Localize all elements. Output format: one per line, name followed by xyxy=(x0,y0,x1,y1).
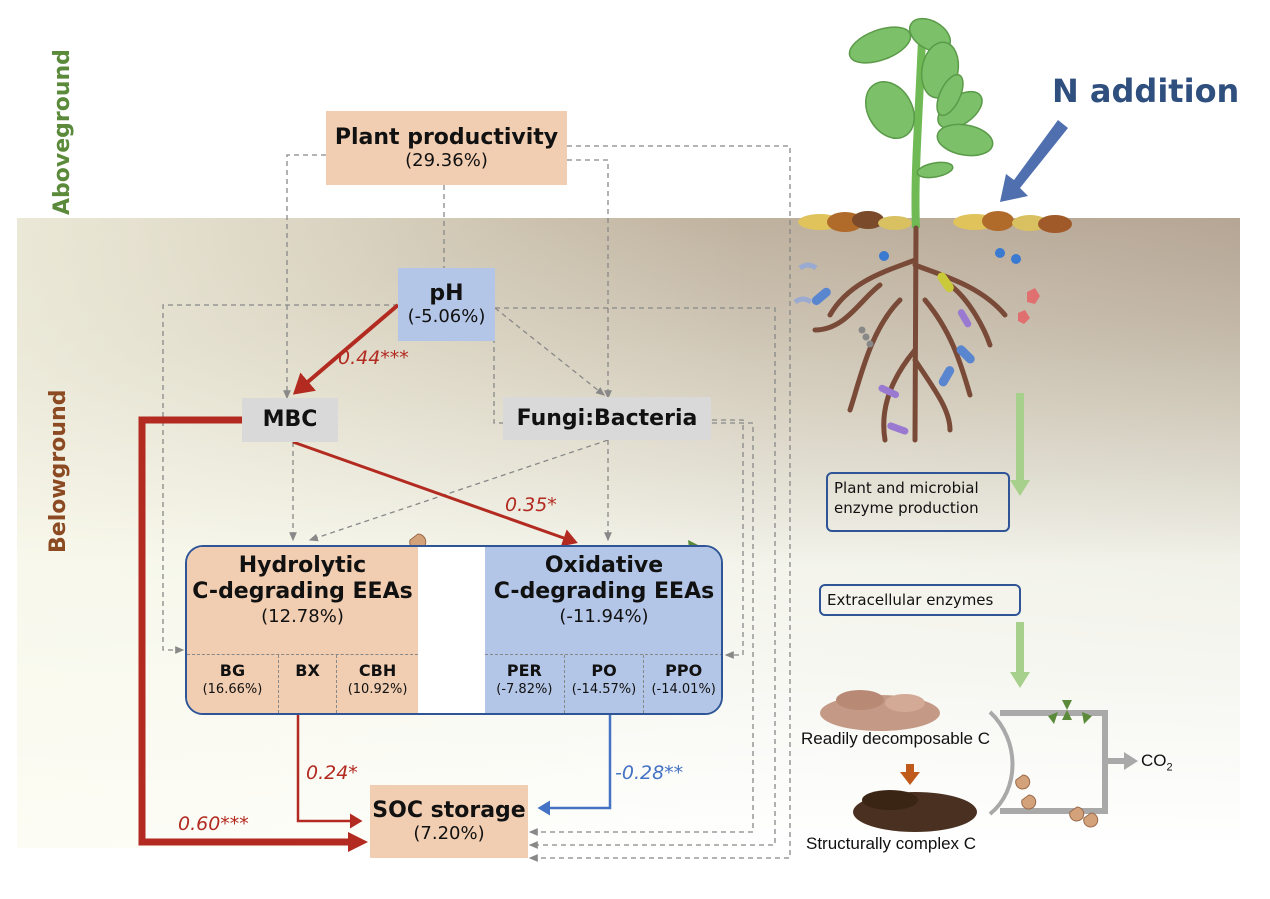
enzyme-cell-bg: BG (16.66%) xyxy=(187,655,279,713)
node-title: Fungi:Bacteria xyxy=(516,405,698,431)
enzyme-cell-po: PO (-14.57%) xyxy=(565,655,645,713)
litter-icon xyxy=(798,211,1072,233)
coef-mbc-oxidative: 0.35* xyxy=(505,494,557,516)
path-hydrolytic-soc xyxy=(296,715,363,829)
n-addition-arrow-icon xyxy=(1000,120,1068,202)
path-mbc-soc xyxy=(138,416,350,846)
process-step-line1: Plant and microbial xyxy=(834,479,979,497)
path-mbc-oxidative xyxy=(292,440,578,547)
node-value: (12.78%) xyxy=(261,605,344,627)
process-step-enzyme-production: Plant and microbial enzyme production xyxy=(826,472,1010,532)
node-mbc: MBC xyxy=(242,398,338,442)
node-soc-storage: SOC storage (7.20%) xyxy=(370,785,528,858)
node-title: Plant productivity xyxy=(334,124,559,150)
enzyme-name: BG xyxy=(219,661,246,680)
enzyme-cell-ppo: PPO (-14.01%) xyxy=(644,655,721,713)
node-title-line1: Oxidative xyxy=(544,553,664,578)
soil-gradient-left xyxy=(17,218,1240,848)
enzyme-value: (-14.57%) xyxy=(571,682,637,697)
co2-subscript: 2 xyxy=(1166,761,1173,774)
path-ph-hydrolytic xyxy=(162,304,398,654)
structurally-complex-c-icon xyxy=(853,790,977,832)
enzyme-cell-per: PER (-7.82%) xyxy=(485,655,565,713)
path-mbc-soc-arrowhead xyxy=(348,832,368,852)
enzyme-value: (16.66%) xyxy=(202,682,263,697)
enzyme-value: (-14.01%) xyxy=(651,682,716,697)
enzyme-value: (-7.82%) xyxy=(496,682,553,697)
process-step-extracellular-enzymes: Extracellular enzymes xyxy=(819,584,1021,616)
co2-label: CO2 xyxy=(1141,751,1173,773)
node-title-line2: C-degrading EEAs xyxy=(493,579,715,605)
process-flow xyxy=(900,393,1138,816)
enzyme-name: BX xyxy=(295,661,320,680)
node-value: (-11.94%) xyxy=(559,605,649,627)
enzyme-value: (10.92%) xyxy=(347,682,408,697)
microbe-icon xyxy=(793,248,1040,435)
enzyme-cell-cbh: CBH (10.92%) xyxy=(337,655,418,713)
enzyme-cell-bx: BX xyxy=(279,655,338,713)
leaf-icon xyxy=(848,17,994,179)
node-title: pH xyxy=(429,281,464,307)
readily-decomposable-c-icon xyxy=(820,690,940,731)
path-ph-fungi-side xyxy=(493,320,503,424)
enzyme-group: Hydrolytic C-degrading EEAs (12.78%) BG … xyxy=(185,545,723,715)
enzyme-name: PPO xyxy=(665,661,703,680)
readily-decomposable-c-label: Readily decomposable C xyxy=(801,729,990,748)
path-plant-mbc xyxy=(283,154,326,400)
node-title-line2: C-degrading EEAs xyxy=(192,579,413,605)
node-title: MBC xyxy=(262,407,318,433)
node-title-line1: Hydrolytic xyxy=(238,553,367,578)
node-ph: pH (-5.06%) xyxy=(398,268,495,341)
path-fungi-soc xyxy=(528,422,754,836)
node-value: (29.36%) xyxy=(405,149,488,171)
coef-oxidative-soc: -0.28** xyxy=(615,762,684,784)
path-plant-soc xyxy=(528,145,791,862)
node-value: (-5.06%) xyxy=(407,306,486,328)
coef-mbc-soc: 0.60*** xyxy=(178,813,249,835)
node-value: (7.20%) xyxy=(413,823,485,845)
node-title: SOC storage xyxy=(372,798,526,824)
node-oxidative-eeas: Oxidative C-degrading EEAs (-11.94%) PER… xyxy=(485,547,721,713)
path-oxidative-soc xyxy=(537,715,612,816)
process-step-line2: enzyme production xyxy=(834,499,979,518)
coef-hydrolytic-soc: 0.24* xyxy=(306,762,358,784)
enzyme-name: PO xyxy=(591,661,617,680)
path-ph-soc xyxy=(495,307,776,849)
root-icon xyxy=(812,225,1008,443)
node-plant-productivity: Plant productivity (29.36%) xyxy=(326,111,567,185)
coef-ph-mbc: 0.44*** xyxy=(338,347,409,369)
co2-text: CO xyxy=(1141,751,1167,770)
n-addition-label: N addition xyxy=(1052,72,1240,110)
path-ph-fungi xyxy=(494,307,606,396)
structurally-complex-c-label: Structurally complex C xyxy=(806,834,977,853)
node-fungi-bacteria: Fungi:Bacteria xyxy=(503,397,711,440)
node-hydrolytic-eeas: Hydrolytic C-degrading EEAs (12.78%) BG … xyxy=(187,547,418,713)
path-ph-mbc xyxy=(292,303,400,395)
enzyme-name: CBH xyxy=(358,661,397,680)
path-plant-fungi xyxy=(567,159,612,400)
path-fungi-oxidative-side xyxy=(712,419,744,659)
enzyme-name: PER xyxy=(506,661,542,680)
path-fungi-hydrolytic xyxy=(308,439,609,542)
